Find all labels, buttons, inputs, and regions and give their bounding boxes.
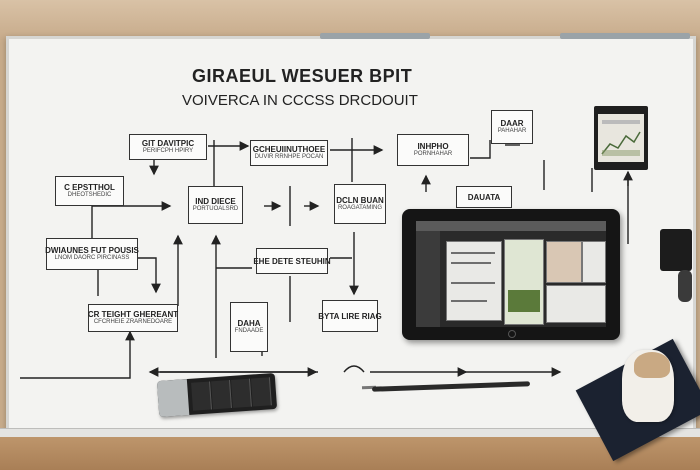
box-title: BYTA LIRE RIAG bbox=[318, 311, 382, 321]
phone-icon bbox=[660, 229, 692, 271]
flow-box: BYTA LIRE RIAG bbox=[318, 300, 382, 332]
monitor-screen bbox=[598, 114, 644, 162]
monitor-icon bbox=[594, 106, 648, 170]
box-title: EHE DETE STEUHIN bbox=[253, 256, 331, 266]
flow-box: C EPSTTHOL DHEOTSHEDIC bbox=[55, 176, 124, 206]
box-sub: CFCRHEIE ZRARNEDOARE bbox=[93, 319, 173, 325]
box-title: GCHEUIINUTHOEE bbox=[252, 145, 326, 154]
box-title: DAUATA bbox=[467, 192, 501, 202]
tablet-screen bbox=[416, 221, 606, 327]
tablet-panel bbox=[504, 239, 544, 325]
box-sub: DHEOTSHEDIC bbox=[67, 192, 112, 198]
flow-box: DAAR PAHAHAR bbox=[491, 110, 533, 144]
box-title: INHPHO bbox=[417, 142, 449, 151]
usb-cap bbox=[156, 379, 190, 418]
flow-box: DAUATA bbox=[456, 186, 512, 208]
flow-box: DWIAUNES FUT POUSIS LNOM DAORC PIRCINASS bbox=[45, 238, 139, 270]
flow-box: DAHA FNDAADE bbox=[230, 302, 268, 352]
line bbox=[20, 332, 131, 379]
box-title: DAAR bbox=[500, 119, 524, 128]
flow-box: GCHEUIINUTHOEE DUVIR RRNHPE POCAN bbox=[250, 140, 328, 166]
box-title: DWIAUNES FUT POUSIS bbox=[45, 246, 139, 255]
board-clip bbox=[560, 33, 690, 39]
box-sub: FNDAADE bbox=[234, 328, 264, 334]
box-sub: PORTUOALSRD bbox=[192, 206, 239, 212]
box-sub: ROAGATAMING bbox=[337, 205, 383, 211]
board-subtitle: VOIVERCA IN CCCSS DRCDOUIT bbox=[182, 92, 418, 109]
tablet-panel bbox=[582, 241, 606, 283]
flow-box: CR TEIGHT GHEREANT CFCRHEIE ZRARNEDOARE bbox=[88, 304, 178, 332]
tablet-sidebar bbox=[416, 231, 440, 327]
line bbox=[470, 140, 491, 159]
chart-sketch bbox=[601, 120, 641, 156]
box-title: CR TEIGHT GHEREANT bbox=[87, 310, 179, 319]
box-title: DCLN BUAN bbox=[336, 196, 384, 205]
flow-box: INHPHO PORNHAHAR bbox=[397, 134, 469, 166]
box-title: C EPSTTHOL bbox=[64, 183, 115, 192]
box-sub: LNOM DAORC PIRCINASS bbox=[54, 255, 130, 261]
flow-box: IND DIECE PORTUOALSRD bbox=[188, 186, 243, 224]
board-clip bbox=[320, 33, 430, 39]
box-sub: DUVIR RRNHPE POCAN bbox=[254, 154, 324, 160]
board-tray bbox=[0, 428, 700, 437]
flow-box: EHE DETE STEUHIN bbox=[253, 248, 331, 274]
box-sub: PAHAHAR bbox=[497, 128, 527, 134]
tablet-toolbar bbox=[416, 221, 606, 231]
arrow bbox=[138, 257, 161, 294]
box-title: DAHA bbox=[237, 319, 261, 328]
flow-box: GIT DAVITPIC PERIFCPH HPIRY bbox=[129, 134, 207, 160]
tablet-icon bbox=[402, 209, 620, 340]
clip-icon bbox=[678, 270, 692, 302]
tablet-panel bbox=[446, 241, 502, 321]
line bbox=[343, 365, 365, 373]
box-sub: PERIFCPH HPIRY bbox=[142, 148, 194, 154]
board-title: GIRAEUL WESUER BPIT bbox=[192, 66, 413, 86]
box-title: GIT DAVITPIC bbox=[141, 139, 195, 148]
box-sub: PORNHAHAR bbox=[413, 151, 453, 157]
flow-box: DCLN BUAN ROAGATAMING bbox=[334, 184, 386, 224]
tablet-panel bbox=[546, 285, 606, 323]
home-button bbox=[508, 330, 516, 338]
figurine-hair bbox=[634, 352, 670, 378]
tablet-panel bbox=[546, 241, 582, 283]
box-title: IND DIECE bbox=[195, 197, 236, 206]
